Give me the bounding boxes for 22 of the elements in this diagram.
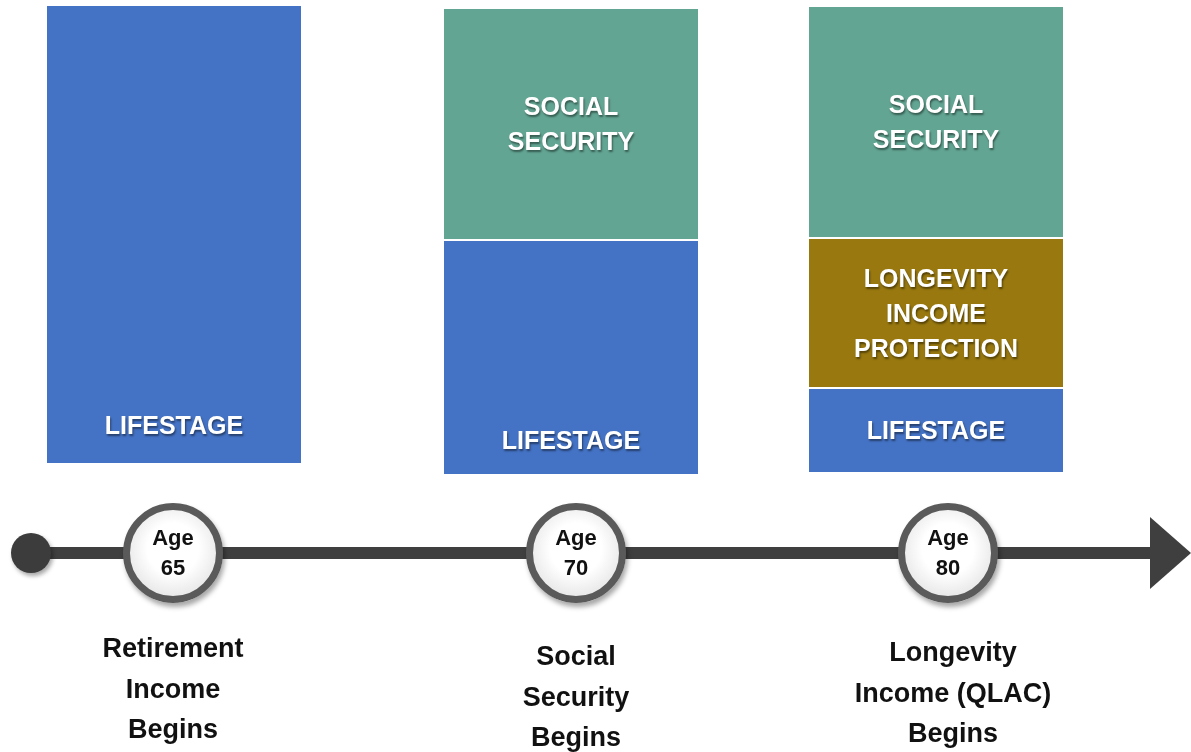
segment-label: LIFESTAGE xyxy=(104,410,244,441)
timeline-arrow xyxy=(995,517,1191,589)
segment-label: LONGEVITY INCOME PROTECTION xyxy=(853,262,1019,364)
milestone-caption: Longevity Income (QLAC) Begins xyxy=(853,636,1053,750)
milestone-caption: Retirement Income Begins xyxy=(101,632,245,746)
segment-label: SOCIAL SECURITY xyxy=(871,89,1001,155)
segment-label: SOCIAL SECURITY xyxy=(506,91,636,157)
timeline-line xyxy=(220,547,529,559)
stack-segment xyxy=(808,388,1064,473)
timeline-line xyxy=(623,547,901,559)
segment-label: LIFESTAGE xyxy=(501,425,641,456)
age-label: Age 65 xyxy=(151,524,195,582)
age-label: Age 70 xyxy=(554,524,598,582)
segment-label: LIFESTAGE xyxy=(866,415,1006,446)
stack-segment xyxy=(443,8,699,240)
age-label: Age 80 xyxy=(926,524,970,582)
stack-segment xyxy=(443,240,699,475)
stack-segment xyxy=(46,5,302,464)
stack-segment xyxy=(808,6,1064,238)
milestone-caption: Social Security Begins xyxy=(521,640,631,752)
timeline-start-dot xyxy=(11,533,51,573)
stack-segment xyxy=(808,238,1064,388)
